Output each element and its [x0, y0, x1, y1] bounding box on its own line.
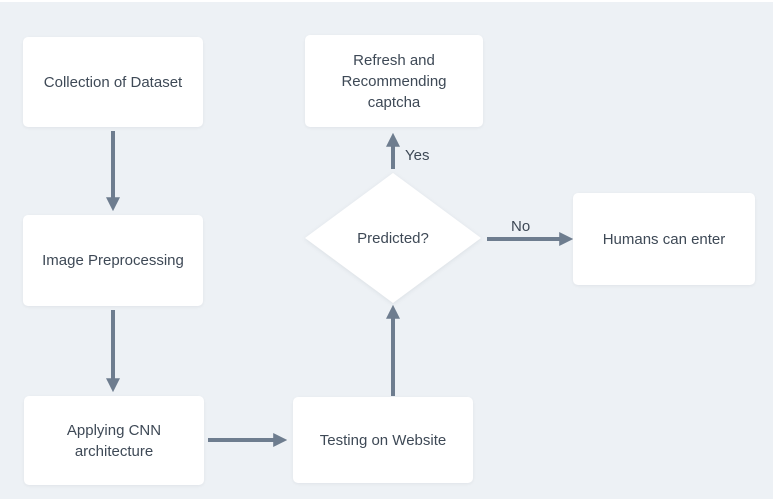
diamond-shape: Predicted?	[305, 173, 481, 303]
node-refresh-and-recommending-captcha: Refresh and Recommending captcha	[305, 35, 483, 127]
node-label: Testing on Website	[319, 431, 447, 449]
node-label: Humans can enter	[602, 230, 726, 248]
node-applying-cnn-architecture: Applying CNN architecture	[24, 396, 204, 485]
top-edge-strip	[0, 0, 773, 2]
node-label: Collection of Dataset	[43, 73, 183, 91]
node-label: Applying CNN architecture	[66, 421, 162, 460]
edge-label-no: No	[511, 218, 531, 235]
node-testing-on-website: Testing on Website	[293, 397, 473, 483]
node-image-preprocessing: Image Preprocessing	[23, 215, 203, 306]
node-collection-of-dataset: Collection of Dataset	[23, 37, 203, 127]
node-humans-can-enter: Humans can enter	[573, 193, 755, 285]
node-label: Image Preprocessing	[42, 252, 184, 269]
node-label: Predicted?	[357, 229, 429, 247]
decision-node-predicted: Predicted?	[305, 173, 481, 303]
bottom-edge-strip	[0, 499, 773, 502]
node-label: Refresh and Recommending captcha	[341, 51, 447, 111]
edge-label-yes: Yes	[405, 147, 430, 164]
